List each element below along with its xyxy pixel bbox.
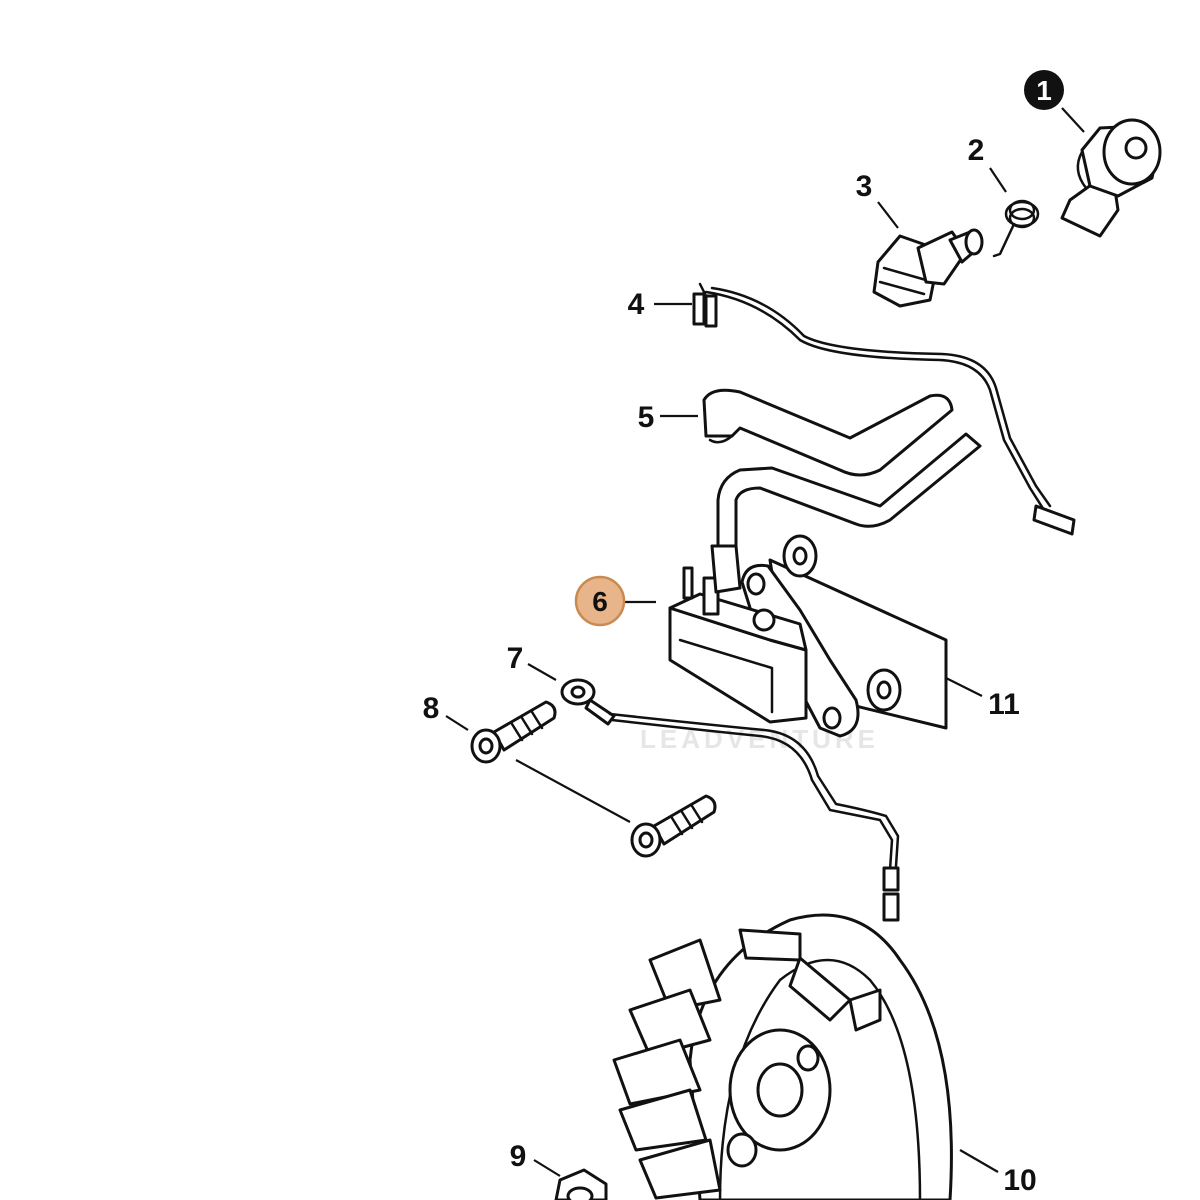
callout-9-label[interactable]: 9 xyxy=(510,1140,527,1173)
callout-7-label[interactable]: 7 xyxy=(507,642,524,675)
callout-5-label[interactable]: 5 xyxy=(638,401,655,434)
short-circuit-wire-part[interactable] xyxy=(692,282,1076,536)
callout-6-label: 6 xyxy=(592,586,608,617)
callout-11-label[interactable]: 11 xyxy=(988,688,1020,721)
callout-1-label: 1 xyxy=(1036,75,1052,106)
callout-10-label[interactable]: 10 xyxy=(1003,1164,1036,1197)
callout-1-badge xyxy=(1024,70,1064,110)
spring-clip-part[interactable] xyxy=(992,199,1040,258)
ground-wire-part[interactable] xyxy=(560,678,900,922)
spark-plug-part[interactable] xyxy=(872,228,984,308)
callout-4-label[interactable]: 4 xyxy=(628,288,645,321)
flywheel-part[interactable] xyxy=(612,913,953,1200)
callout-6[interactable]: 6 xyxy=(574,575,626,627)
hose-part[interactable] xyxy=(702,388,982,550)
callout-1[interactable]: 1 xyxy=(1024,70,1064,110)
leader-lines xyxy=(445,107,1085,1177)
spark-plug-boot-part[interactable] xyxy=(1060,118,1162,238)
screw-part[interactable] xyxy=(470,700,717,858)
ignition-module-part[interactable] xyxy=(668,544,860,738)
callout-3-label[interactable]: 3 xyxy=(856,170,873,203)
nut-part[interactable] xyxy=(554,1168,608,1200)
callout-2-label[interactable]: 2 xyxy=(968,134,985,167)
callout-6-badge xyxy=(574,575,626,627)
callout-8-label[interactable]: 8 xyxy=(423,692,440,725)
